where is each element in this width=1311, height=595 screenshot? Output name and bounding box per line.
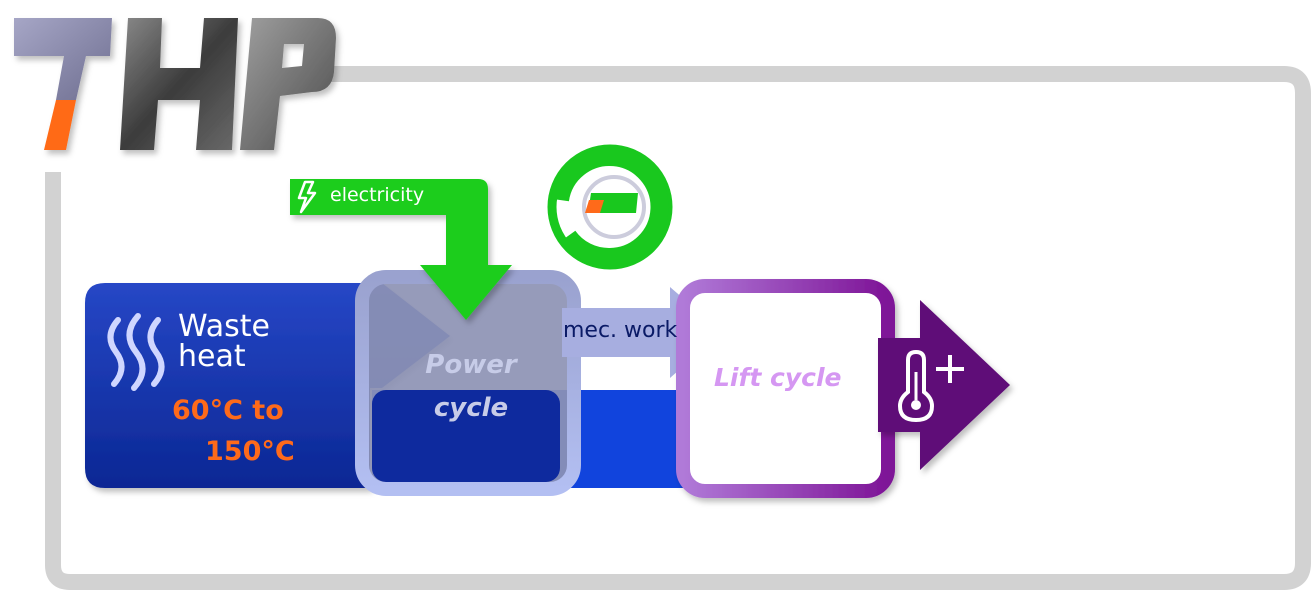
- thp-logo: [14, 18, 336, 150]
- logo-letter-t-stem: [44, 100, 76, 150]
- waste-heat-line1: Waste: [178, 309, 270, 344]
- electricity-label: electricity: [330, 184, 425, 206]
- lift-cycle-label: Lift cycle: [714, 363, 842, 392]
- mec-work-label: mec. work: [563, 318, 678, 343]
- waste-heat-label: Waste heat: [178, 312, 270, 372]
- power-cycle-line1: Power: [425, 350, 517, 380]
- e-badge-logo: [547, 144, 673, 270]
- logo-letter-h: [120, 18, 238, 150]
- logo-letter-t: [14, 18, 112, 100]
- steam-waves-icon: [107, 313, 165, 391]
- thermometer-plus-icon: [897, 349, 964, 423]
- waste-heat-line2: heat: [178, 339, 246, 374]
- temperature-range-line1: 60°C to: [172, 395, 284, 426]
- power-cycle-line2: cycle: [433, 393, 509, 423]
- power-cycle-box: [355, 270, 581, 496]
- frame: [45, 66, 1311, 590]
- temperature-range-line2: 150°C: [205, 436, 295, 467]
- temperature-lift-arrow: [878, 300, 1010, 470]
- logo-letter-p: [240, 18, 336, 150]
- lightning-icon: [297, 180, 317, 214]
- electricity-arrow: [290, 179, 512, 320]
